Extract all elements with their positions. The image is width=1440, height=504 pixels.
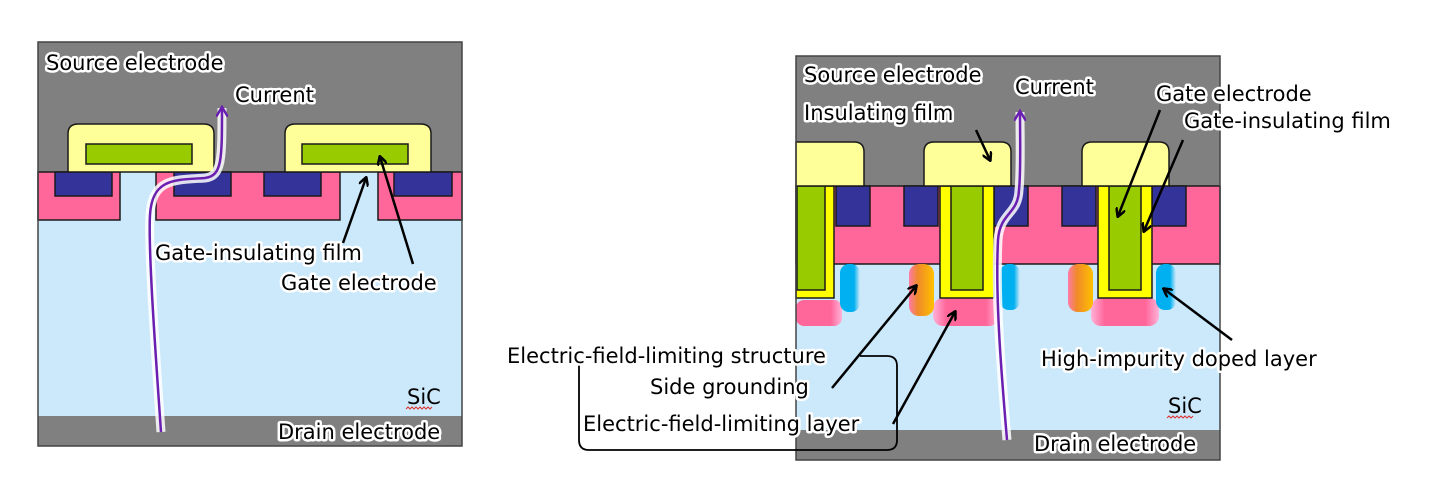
right-trench-gate-electrode [1108, 185, 1142, 291]
right-insulating-film [923, 141, 1012, 187]
structure-item-field-limiting-layer: Electric-field-limiting layer [583, 412, 860, 436]
left-gate-electrode [85, 143, 193, 165]
left-source-electrode-label: Source electrode [46, 51, 224, 75]
left-n-source [54, 171, 113, 197]
right-high-impurity-layer [1000, 264, 1020, 310]
right-trench-mosfet: Source electrode Insulating film Current… [505, 55, 1393, 461]
left-current-arrow [148, 108, 222, 433]
right-sic-spellcheck-underline [1166, 415, 1194, 419]
left-gate-electrode-pointer [380, 157, 415, 265]
right-current-label: Current [1015, 75, 1094, 99]
structure-group-title: Electric-field-limiting structure [507, 344, 826, 368]
right-gate-electrode-pointer [1118, 109, 1162, 216]
right-n-source [1061, 185, 1097, 227]
left-planar-mosfet: Source electrode Current Gate-insulating… [37, 41, 463, 447]
left-gate-insulating-film-pointer [341, 178, 366, 244]
right-insulating-film [795, 141, 865, 187]
right-trench-gate-electrode [950, 185, 984, 291]
right-high-impurity-layer [1156, 264, 1176, 310]
right-field-limiting-layer-pointer [891, 312, 955, 425]
right-field-limiting-layer [796, 300, 842, 326]
right-insulating-film-pointer [974, 129, 990, 160]
left-n-source [263, 171, 322, 197]
right-sic-label: SiC [1168, 394, 1202, 418]
right-insulating-film [1081, 141, 1170, 187]
left-gate-electrode [301, 143, 409, 165]
right-gate-insulating-film-pointer [1144, 139, 1185, 231]
right-gate-insulating-film-label: Gate-insulating film [1184, 109, 1391, 133]
structure-group-bracket [578, 355, 898, 451]
right-high-impurity-label: High-impurity doped layer [1041, 347, 1317, 371]
left-n-source [393, 171, 453, 197]
right-high-impurity-layer [840, 264, 860, 312]
right-high-impurity-pointer [1164, 289, 1233, 341]
left-gate-insulating-film-label: Gate-insulating film [155, 241, 362, 265]
left-current-label: Current [235, 83, 314, 107]
left-sic-label: SiC [407, 385, 441, 409]
right-trench-gate-electrode [796, 185, 826, 291]
right-n-source [903, 185, 939, 227]
right-source-electrode-label: Source electrode [804, 63, 982, 87]
right-gate-electrode-label: Gate electrode [1156, 82, 1312, 106]
left-gate-electrode-label: Gate electrode [281, 271, 437, 295]
right-side-grounding [1068, 264, 1093, 312]
right-insulating-film-label: Insulating film [804, 101, 953, 125]
right-side-grounding [909, 264, 934, 316]
left-drain-electrode [38, 416, 462, 446]
right-drain-electrode-label: Drain electrode [1034, 432, 1196, 456]
right-side-grounding-pointer [831, 286, 916, 389]
right-n-source [1151, 185, 1187, 227]
right-frame [795, 55, 1221, 461]
left-drain-electrode-label: Drain electrode [278, 420, 440, 444]
structure-item-side-grounding: Side grounding [650, 375, 809, 399]
right-field-limiting-layer [933, 298, 999, 326]
left-frame [37, 41, 463, 447]
left-sic-spellcheck-underline [405, 406, 433, 410]
right-n-source [835, 185, 871, 227]
right-field-limiting-layer [1091, 298, 1159, 326]
right-current-arrow [996, 112, 1020, 441]
